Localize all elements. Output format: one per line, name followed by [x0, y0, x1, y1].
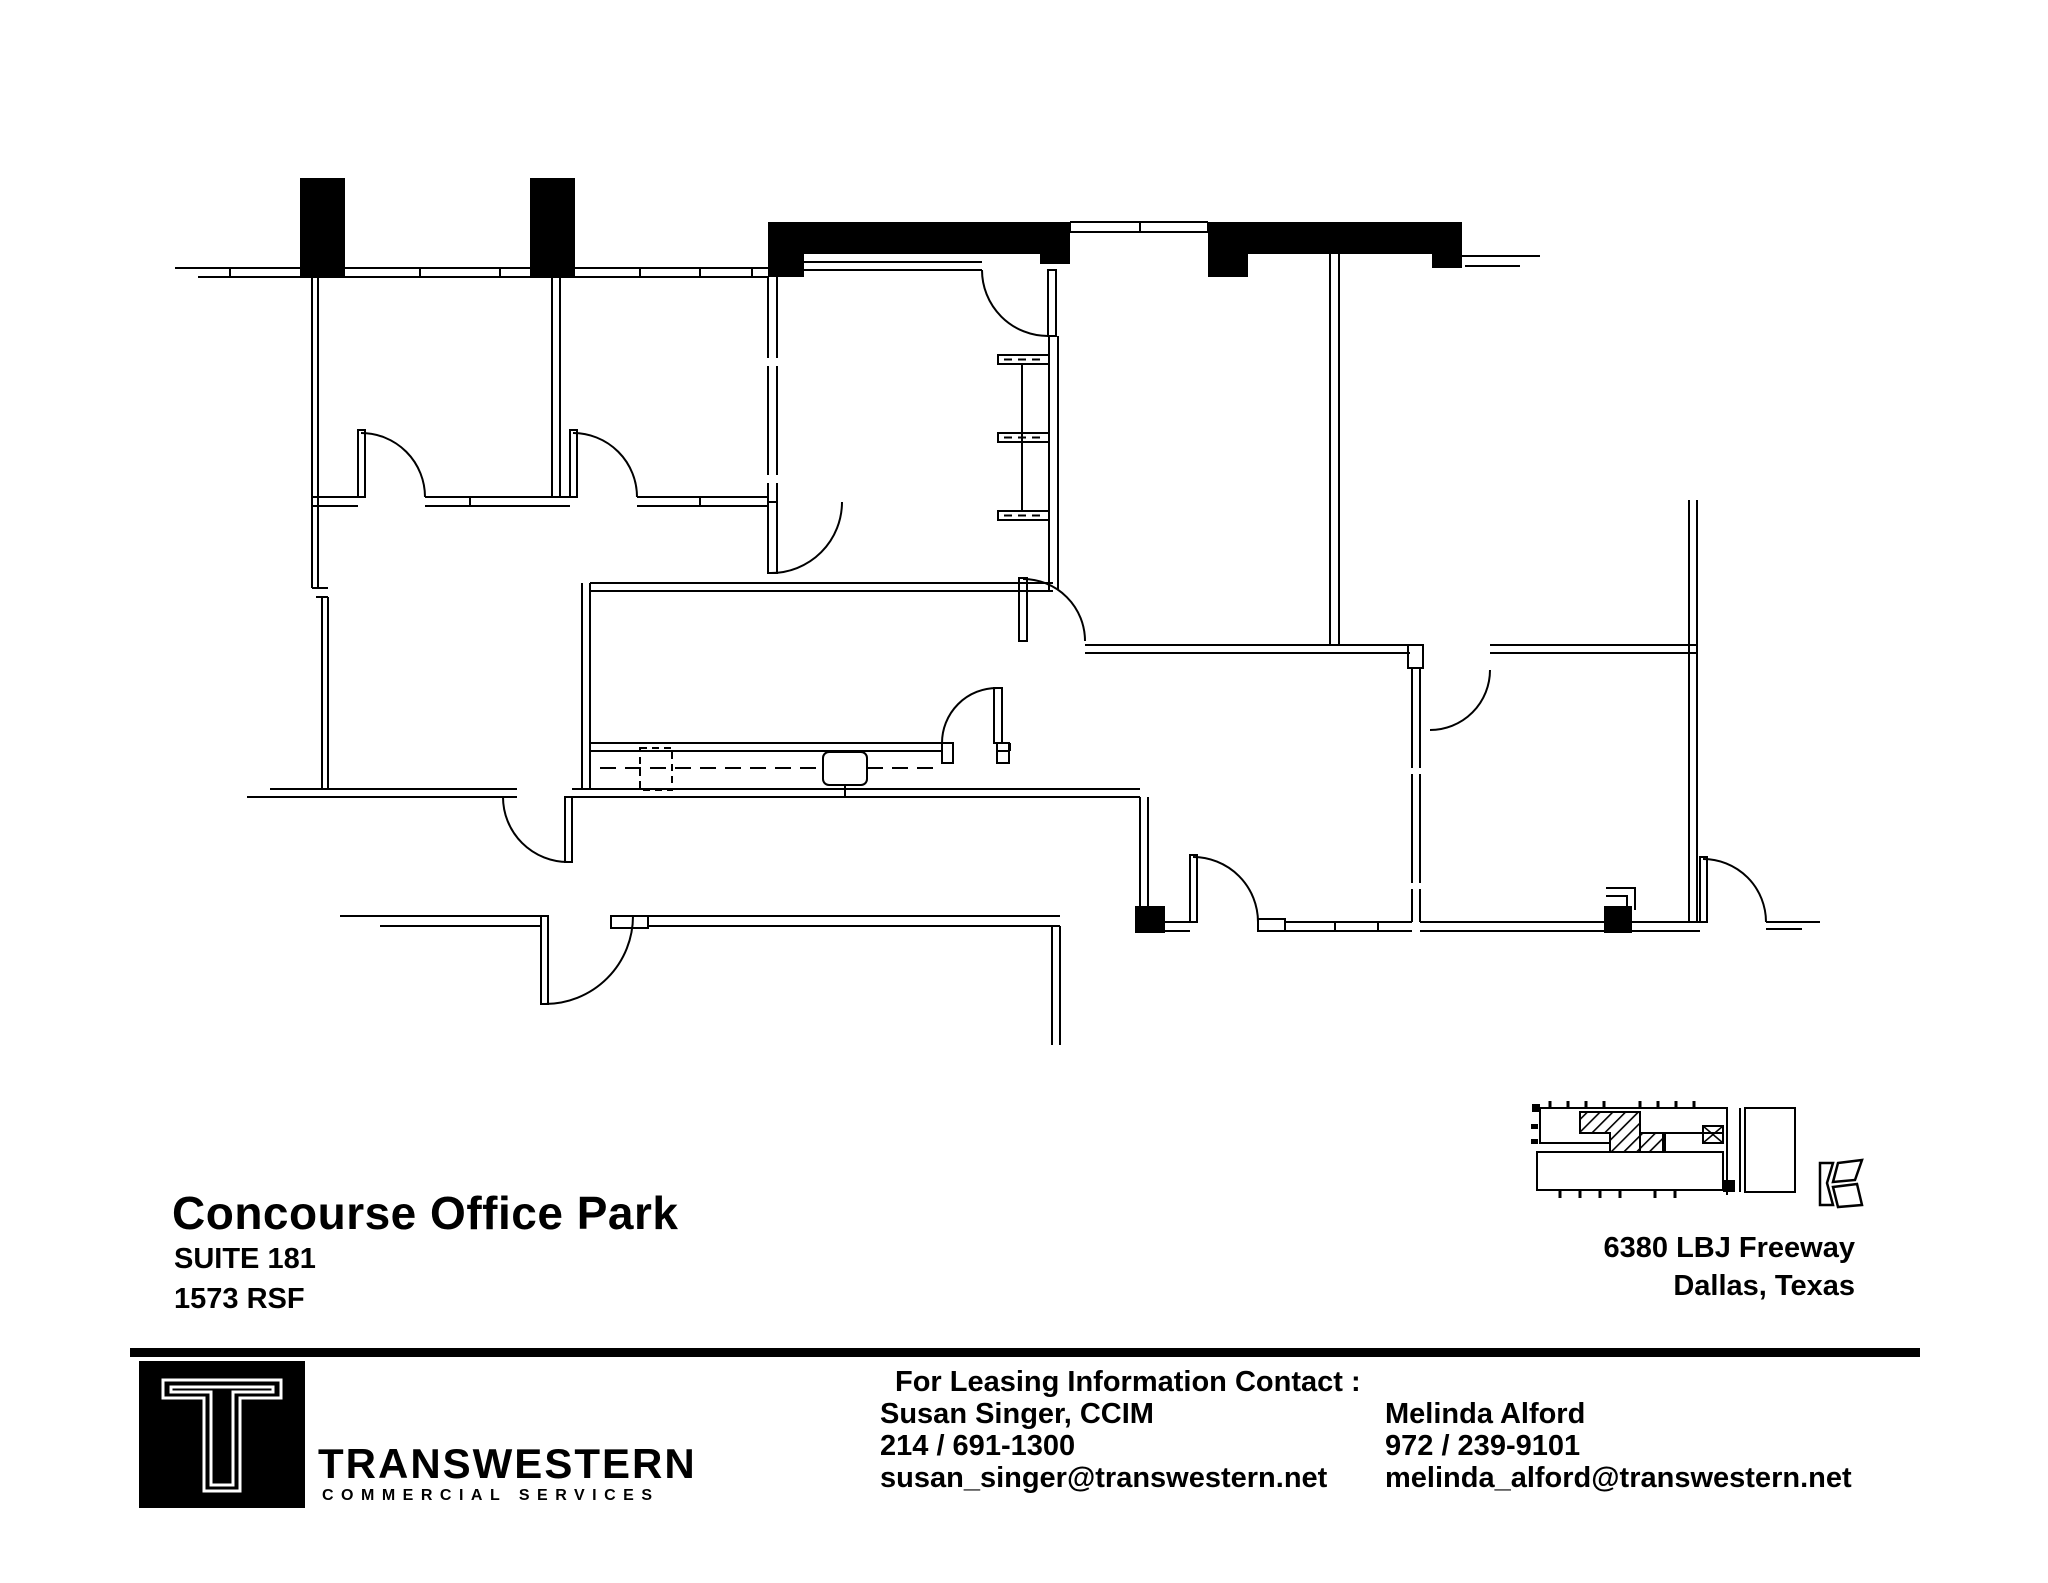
agent-2-email: melinda_alford@transwestern.net [1385, 1462, 1852, 1494]
north-arrow-icon [1818, 1158, 1864, 1209]
contact-heading: For Leasing Information Contact : [895, 1366, 1361, 1398]
plan-doors [357, 269, 1767, 1005]
area-label: 1573 RSF [174, 1283, 305, 1315]
agent-1: Susan Singer, CCIM 214 / 691-1300 susan_… [880, 1398, 1327, 1494]
address-line2: Dallas, Texas [1673, 1270, 1855, 1302]
address-line1: 6380 LBJ Freeway [1603, 1232, 1855, 1264]
page-title: Concourse Office Park [172, 1187, 679, 1239]
divider-rule [130, 1348, 1920, 1357]
agent-2-name: Melinda Alford [1385, 1398, 1586, 1430]
brand-tagline: COMMERCIAL SERVICES [322, 1487, 660, 1504]
agent-1-phone: 214 / 691-1300 [880, 1430, 1076, 1462]
plan-casework [600, 354, 1050, 797]
key-plan [1531, 1101, 1796, 1198]
transwestern-logo-mark [139, 1361, 305, 1508]
agent-1-name: Susan Singer, CCIM [880, 1398, 1154, 1430]
brand-name: TRANSWESTERN [318, 1440, 697, 1487]
suite-label: SUITE 181 [174, 1243, 316, 1275]
key-plan-suite-highlight [1579, 1111, 1664, 1153]
plan-walls [175, 221, 1820, 1045]
agent-2: Melinda Alford 972 / 239-9101 melinda_al… [1385, 1398, 1852, 1494]
agent-2-phone: 972 / 239-9101 [1385, 1430, 1581, 1462]
agent-1-email: susan_singer@transwestern.net [880, 1462, 1328, 1494]
plan-columns-and-bearing-walls [300, 178, 1632, 933]
